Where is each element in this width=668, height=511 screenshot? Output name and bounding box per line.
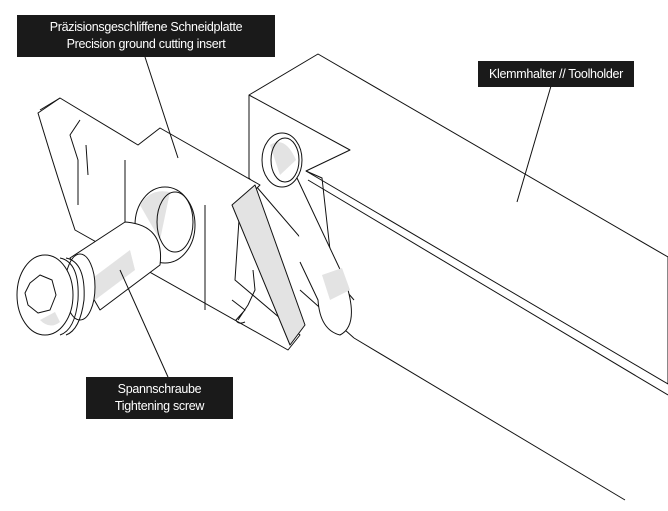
screw-label: Spannschraube Tightening screw — [86, 377, 233, 419]
cutting-insert — [37, 97, 306, 351]
toolholder — [248, 53, 668, 501]
screw-label-en: Tightening screw — [114, 399, 205, 413]
screw-label-de: Spannschraube — [117, 382, 202, 396]
insert-label-de: Präzisionsgeschliffene Schneidplatte — [49, 20, 243, 34]
toolholder-label: Klemmhalter // Toolholder — [478, 61, 634, 87]
toolholder-leader-line — [516, 85, 552, 203]
insert-label: Präzisionsgeschliffene Schneidplatte Pre… — [17, 15, 275, 57]
torx-drive-icon — [24, 274, 57, 314]
toolholder-label-text: Klemmhalter // Toolholder — [488, 66, 623, 81]
screw-leader-line — [119, 269, 169, 378]
tightening-screw — [16, 221, 162, 336]
insert-label-en: Precision ground cutting insert — [66, 37, 226, 51]
insert-leader-line — [144, 56, 179, 159]
